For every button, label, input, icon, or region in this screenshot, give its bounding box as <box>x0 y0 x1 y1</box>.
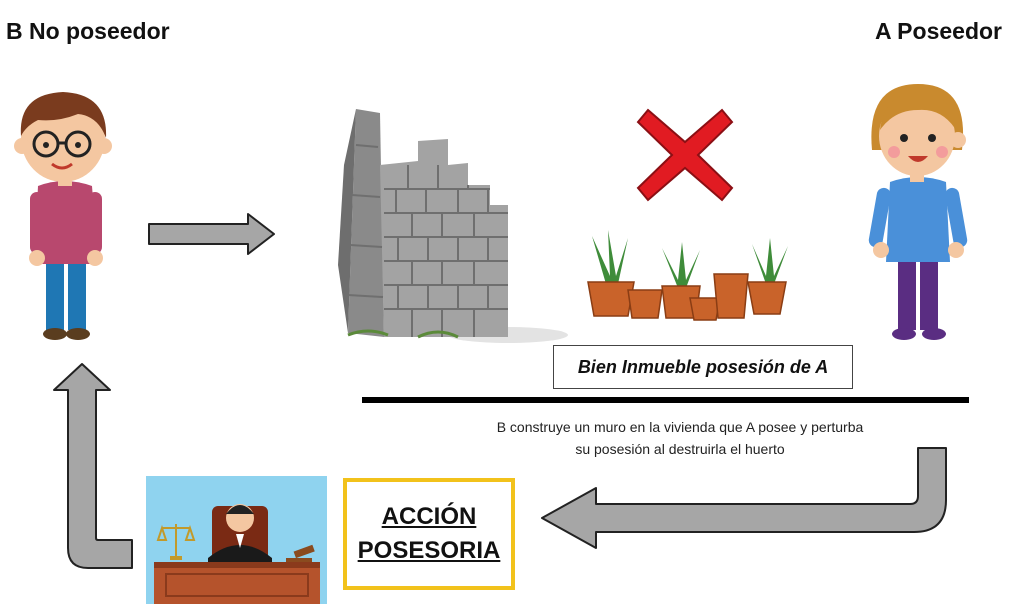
stone-wall-image <box>308 105 568 343</box>
title-a-poseedor: A Poseedor <box>875 18 1002 44</box>
judge-image <box>146 476 327 604</box>
arrow-up-return <box>53 363 133 569</box>
bien-inmueble-label: Bien Inmueble posesión de A <box>553 345 853 389</box>
description-line-1: B construye un muro en la vivienda que A… <box>496 419 864 435</box>
accion-posesoria-box: ACCIÓN POSESORIA <box>343 478 515 590</box>
description-line-2: su posesión al destruirla el huerto <box>575 441 785 457</box>
accion-line-2: POSESORIA <box>357 537 501 564</box>
separator-line <box>362 397 969 403</box>
girl-figure-a <box>868 84 968 340</box>
red-cross-icon <box>636 108 734 202</box>
arrow-down-left <box>541 447 947 549</box>
boy-figure-b <box>14 92 112 340</box>
description-text: B construye un muro en la vivienda que A… <box>420 416 940 460</box>
accion-line-1: ACCIÓN <box>381 503 477 530</box>
potted-plants-image <box>587 230 788 321</box>
title-b-no-poseedor: B No poseedor <box>6 18 170 44</box>
arrow-right <box>148 213 275 255</box>
